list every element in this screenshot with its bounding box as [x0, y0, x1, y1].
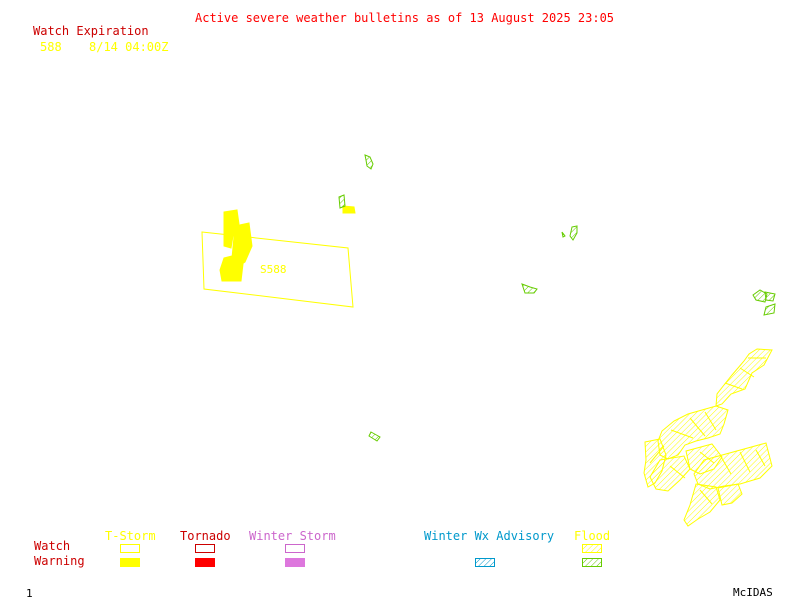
flood-warning-polygon: [521, 283, 538, 294]
tstorm-warning-polygon: [223, 209, 240, 249]
legend-winter-storm-label: Winter Storm: [249, 529, 336, 543]
watch-expiration-label: Watch Expiration: [33, 24, 149, 38]
flood-warning-polygon: [764, 291, 776, 302]
legend-tornado-label: Tornado: [180, 529, 231, 543]
legend-flood-watch-swatch: [582, 544, 602, 553]
legend-winter-storm-warning-swatch: [285, 558, 305, 567]
legend-tstorm-watch-swatch: [120, 544, 140, 553]
legend-watch-label: Watch: [34, 539, 71, 553]
legend-flood-warning-swatch: [582, 558, 602, 567]
bulletin-title: Active severe weather bulletins as of 13…: [195, 11, 615, 25]
watch-box-588: [201, 231, 354, 308]
flood-cluster-polygon: [683, 483, 721, 527]
tstorm-warning-polygon: [342, 205, 356, 214]
watch-expiration-time: 8/14 04:00Z: [89, 40, 169, 54]
flood-warnings: [338, 154, 776, 442]
tstorm-warnings: [219, 205, 356, 282]
flood-warning-polygon: [561, 231, 566, 238]
legend-warning-label: Warning: [34, 554, 85, 568]
legend-winter-advisory-swatch: [475, 558, 495, 567]
legend-tstorm-warning-swatch: [120, 558, 140, 567]
flood-cluster: [643, 348, 773, 527]
legend-flood-label: Flood: [574, 529, 611, 543]
legend-tornado-watch-swatch: [195, 544, 215, 553]
legend-tstorm-label: T-Storm: [105, 529, 156, 543]
watch-box-label: S588: [260, 263, 287, 276]
legend-winter-storm-watch-swatch: [285, 544, 305, 553]
flood-warning-polygon: [763, 303, 776, 316]
frame-number: 1: [26, 587, 33, 600]
flood-cluster-polygon: [717, 483, 743, 506]
legend-winter-advisory-label: Winter Wx Advisory: [424, 529, 555, 543]
tstorm-warning-polygon: [219, 254, 244, 282]
watch-expiration-number: 588: [40, 40, 62, 54]
flood-warning-polygon: [569, 225, 578, 241]
flood-warning-polygon: [368, 431, 381, 442]
legend-tornado-warning-swatch: [195, 558, 215, 567]
flood-cluster-polygon: [657, 405, 729, 460]
mcidas-brand: McIDAS: [733, 586, 773, 599]
flood-warning-polygon: [364, 154, 374, 170]
flood-cluster-polygon: [649, 455, 691, 492]
flood-warning-polygon: [338, 194, 346, 209]
